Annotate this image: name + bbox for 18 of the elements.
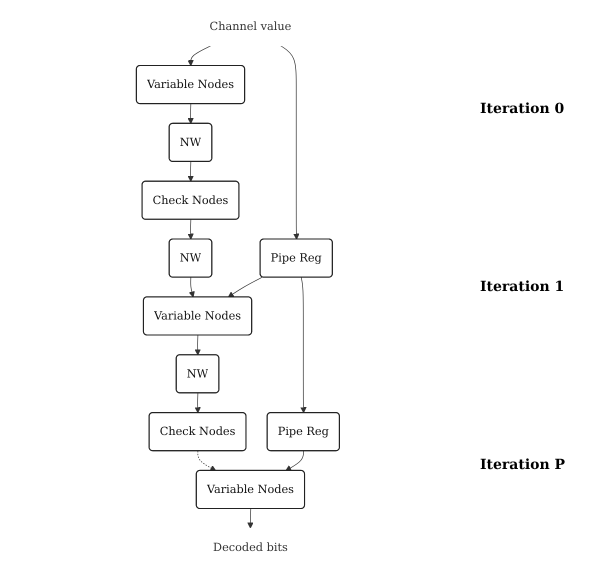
arrow xyxy=(188,277,195,298)
arrow xyxy=(285,450,304,472)
arrow xyxy=(194,392,201,414)
arrow xyxy=(188,104,194,124)
arrow xyxy=(188,45,212,66)
arrow xyxy=(198,450,216,472)
arrow xyxy=(280,45,300,240)
arrow xyxy=(300,277,307,414)
node-text: Decoded bits xyxy=(213,540,288,554)
arrow xyxy=(188,161,194,182)
node-text: Channel value xyxy=(210,20,292,34)
arrow xyxy=(228,276,263,298)
iteration-label: Iteration 0 xyxy=(480,101,566,117)
iteration-label: Iteration P xyxy=(480,457,566,473)
arrow xyxy=(247,508,254,529)
arrow xyxy=(188,219,194,240)
iteration-label: Iteration 1 xyxy=(480,279,566,295)
arrow xyxy=(194,334,201,356)
